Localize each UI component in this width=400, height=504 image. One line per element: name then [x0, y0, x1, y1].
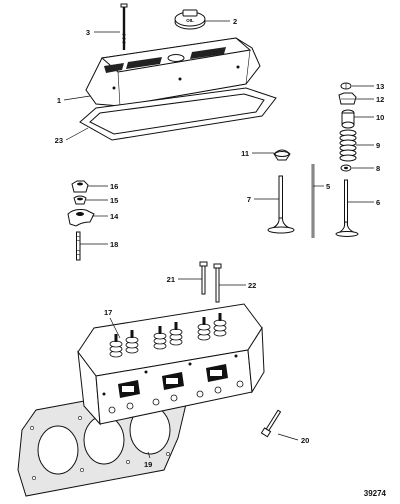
callout-numbers: 3 2 1 23 13 12 10 9 8 6 5 7 11 16 15 14 … — [55, 17, 385, 469]
head-bolt-long — [213, 263, 222, 303]
head-bolt-short — [199, 261, 208, 295]
callout-2: 2 — [233, 17, 237, 26]
callout-19: 19 — [144, 460, 152, 469]
valve-seal — [340, 164, 352, 172]
rocker-stud — [76, 231, 81, 261]
figure-number: 39274 — [363, 489, 386, 498]
callout-12: 12 — [376, 95, 384, 104]
valve-spring — [339, 129, 357, 162]
valve-keeper — [340, 82, 352, 90]
cover-gasket — [79, 87, 277, 141]
callout-14: 14 — [110, 212, 119, 221]
callout-20: 20 — [301, 436, 309, 445]
callout-7: 7 — [247, 195, 251, 204]
rocker-ball — [273, 149, 291, 161]
rocker-cover — [85, 37, 261, 107]
rocker-arm — [67, 209, 95, 227]
callout-15: 15 — [110, 196, 118, 205]
callout-16: 16 — [110, 182, 118, 191]
cap-label: OIL — [186, 18, 194, 23]
callout-18: 18 — [110, 240, 118, 249]
callout-1: 1 — [57, 96, 61, 105]
oil-filler-cap: OIL — [174, 9, 206, 30]
callout-13: 13 — [376, 82, 384, 91]
callout-5: 5 — [326, 182, 330, 191]
intake-valve — [267, 175, 295, 234]
rocker-arm-nut — [71, 180, 89, 193]
callout-6: 6 — [376, 198, 380, 207]
callout-10: 10 — [376, 113, 384, 122]
callout-9: 9 — [376, 141, 380, 150]
cylinder-head — [77, 303, 265, 426]
callout-8: 8 — [376, 164, 380, 173]
valve-spring-cap — [341, 109, 355, 129]
loose-head-bolt — [260, 409, 282, 438]
callout-11: 11 — [241, 149, 249, 158]
leader-lines — [63, 20, 374, 459]
pivot-ball — [73, 195, 87, 205]
callout-23: 23 — [55, 136, 63, 145]
rocker-nut — [338, 92, 357, 105]
callout-3: 3 — [86, 28, 90, 37]
callout-22: 22 — [248, 281, 256, 290]
cover-bolt — [120, 3, 128, 50]
callout-17: 17 — [104, 308, 112, 317]
callout-21: 21 — [167, 275, 175, 284]
exhaust-valve — [335, 179, 359, 237]
